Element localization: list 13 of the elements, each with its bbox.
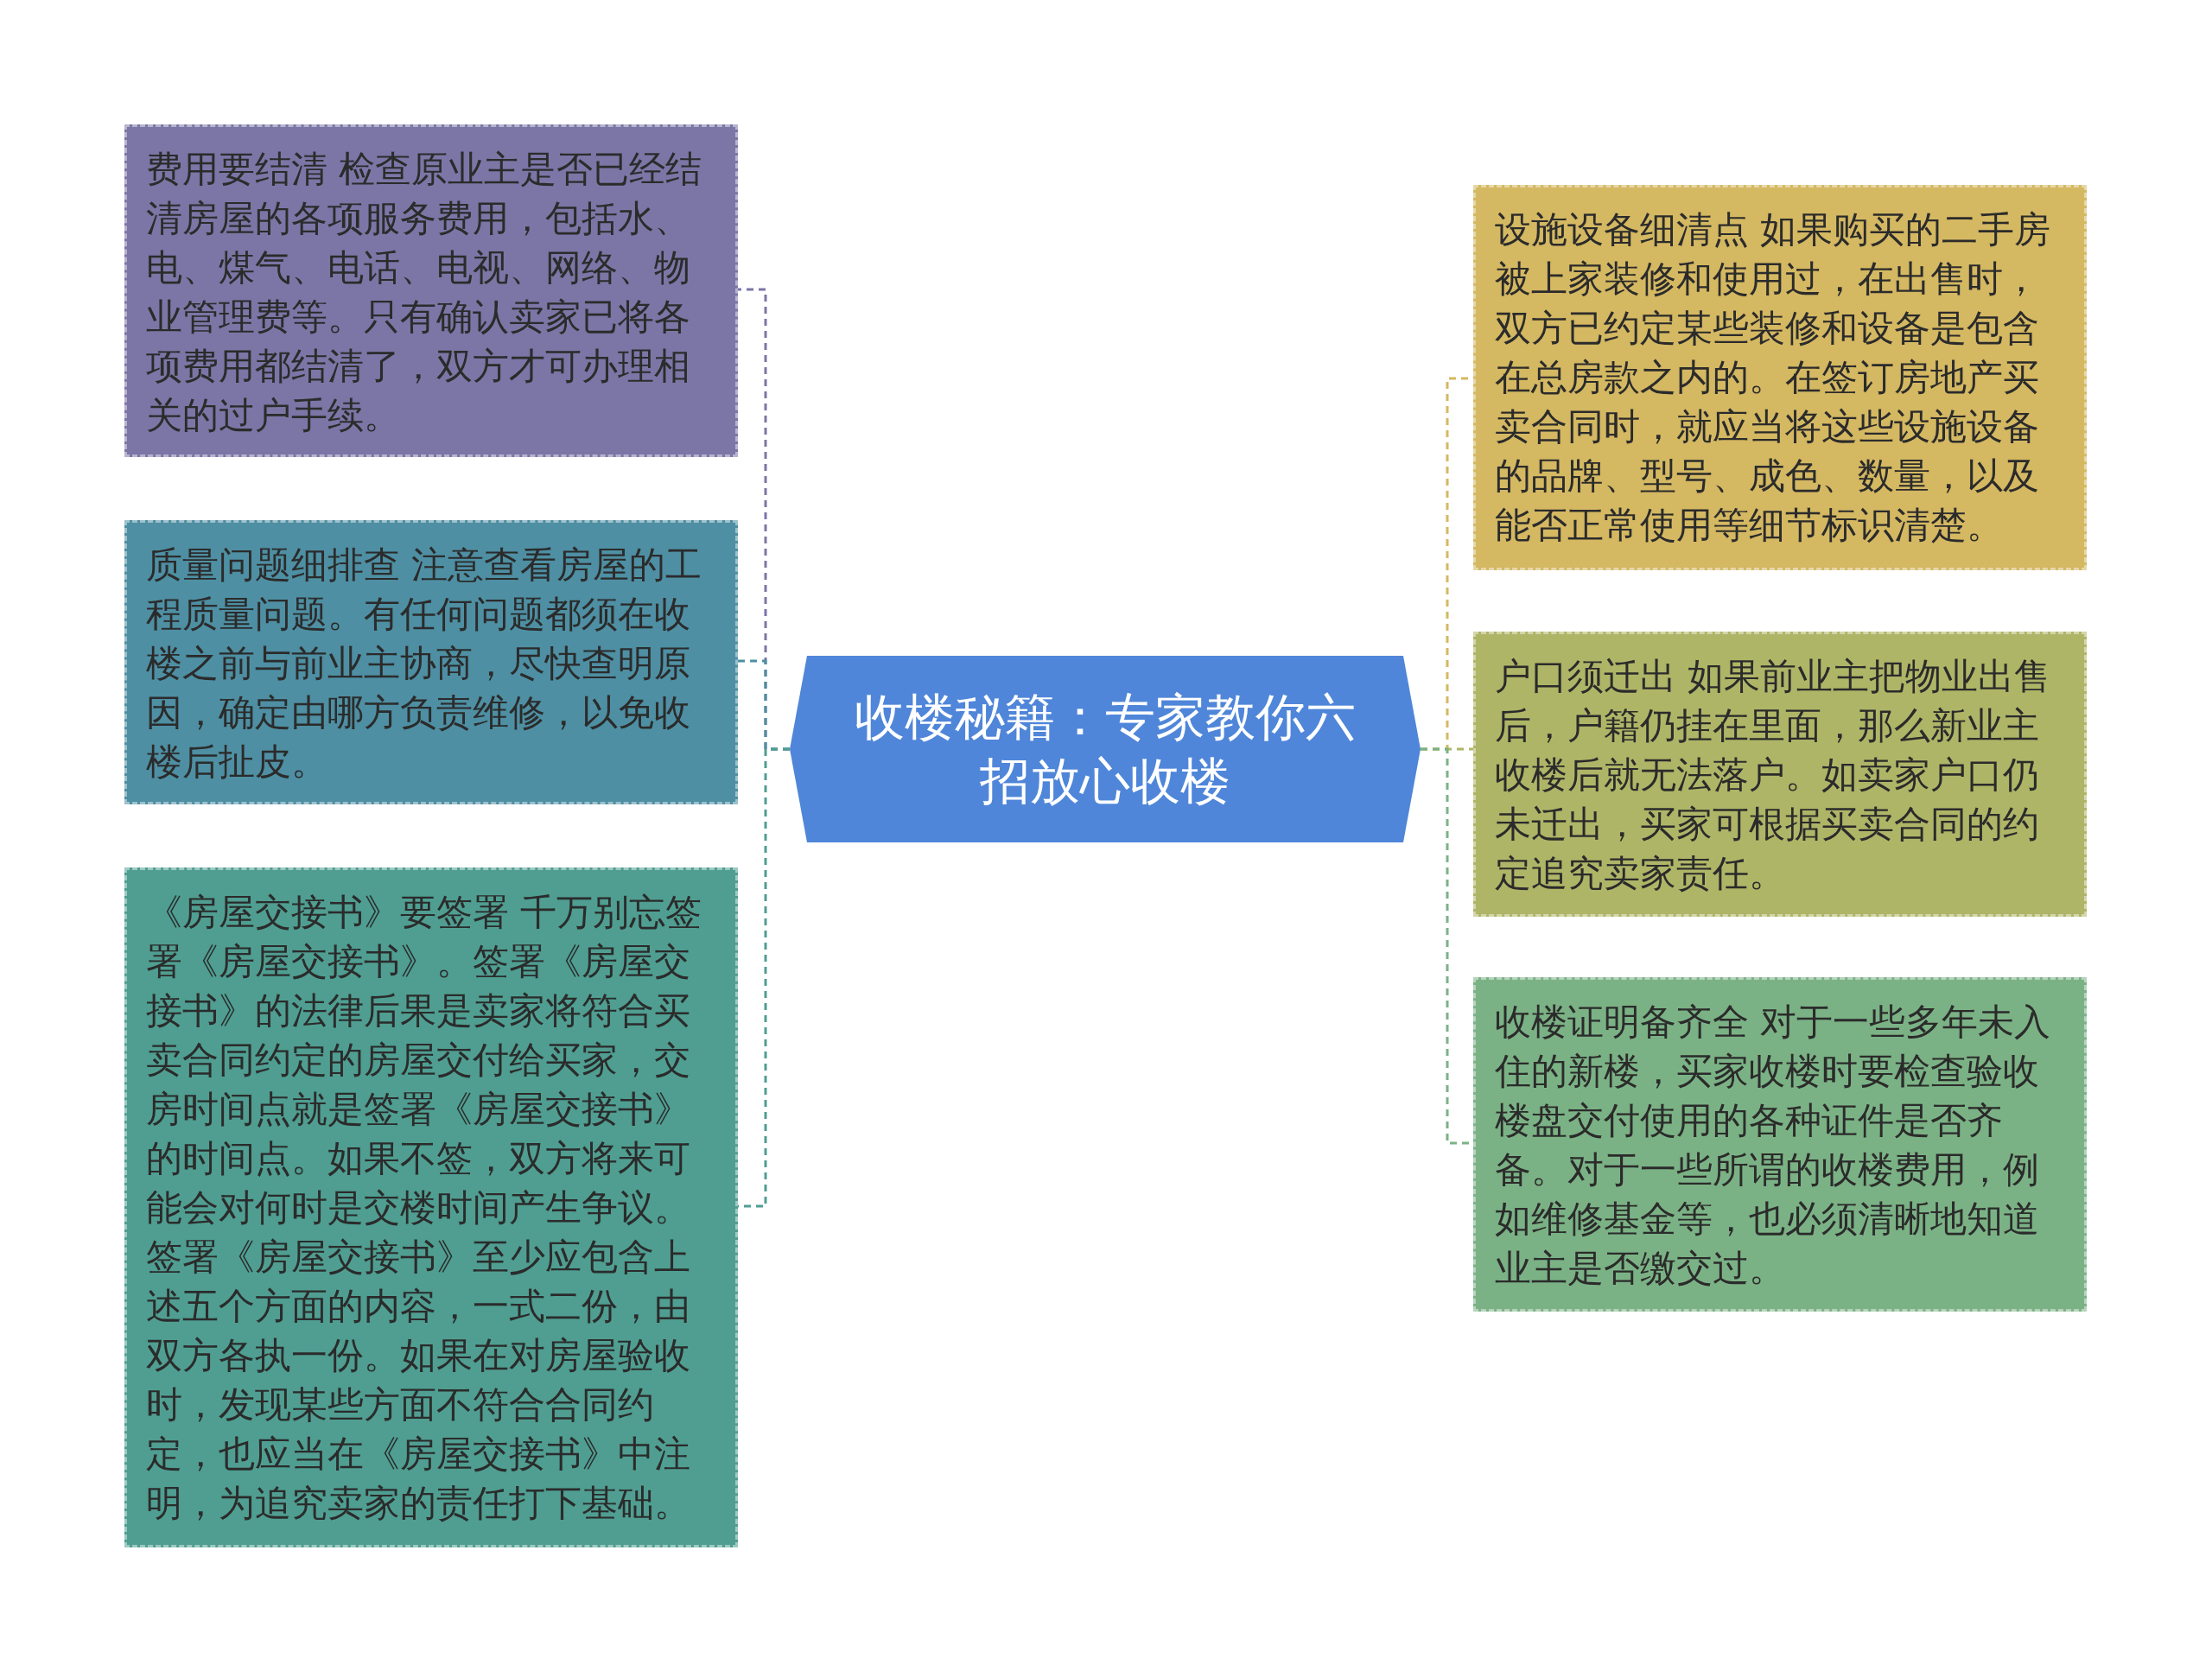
topic-text: 《房屋交接书》要签署 千万别忘签署《房屋交接书》。签署《房屋交接书》的法律后果是卖家将符合买卖合同约定的房屋交付给买家，交房时间点就是签署《房屋交接书》的时间点。如果不签，双方将来可能会对何时是交楼时间产生争议。签署《房屋交接书》至少应包含上述五个方面的内容，一式二份，由双方各执一份。如果在对房屋验收时，发现某些方面不符合合同约定，也应当在《房屋交接书》中注明，为追究卖家的责任打下基础。	[146, 890, 703, 1526]
topic-text: 质量问题细排查 注意查看房屋的工程质量问题。有任何问题都须在收楼之前与前业主协商，尽快查明原因，确定由哪方负责维修，以免收楼后扯皮。	[146, 543, 703, 785]
topic-box	[124, 867, 738, 1547]
topic-text: 收楼证明备齐全 对于一些多年未入住的新楼，买家收楼时要检查验收楼盘交付使用的各种证件是否齐备。对于一些所谓的收楼费用，例如维修基金等，也必须清晰地知道业主是否缴交过。	[1495, 1000, 2052, 1291]
topic-box	[1473, 185, 2087, 570]
topic-text: 费用要结清 检查原业主是否已经结清房屋的各项服务费用，包括水、电、煤气、电话、电视、网络、物业管理费等。只有确认卖家已将各项费用都结清了，双方才可办理相关的过户手续。	[146, 147, 703, 438]
topic-text: 设施设备细清点 如果购买的二手房被上家装修和使用过，在出售时，双方已约定某些装修和设备是包含在总房款之内的。在签订房地产买卖合同时，就应当将这些设施设备的品牌、型号、成色、数量，以及能否正常使用等细节标识清楚。	[1495, 207, 2052, 548]
topic-box	[124, 124, 738, 457]
topic-box	[124, 520, 738, 804]
central-topic: 收楼秘籍：专家教你六招放心收楼	[854, 687, 1357, 812]
topic-box	[1473, 977, 2087, 1312]
topic-box	[1473, 632, 2087, 917]
topic-text: 户口须迁出 如果前业主把物业出售后，户籍仍挂在里面，那么新业主收楼后就无法落户。如卖家户口仍未迁出，买家可根据买卖合同的约定追究卖家责任。	[1495, 654, 2052, 896]
